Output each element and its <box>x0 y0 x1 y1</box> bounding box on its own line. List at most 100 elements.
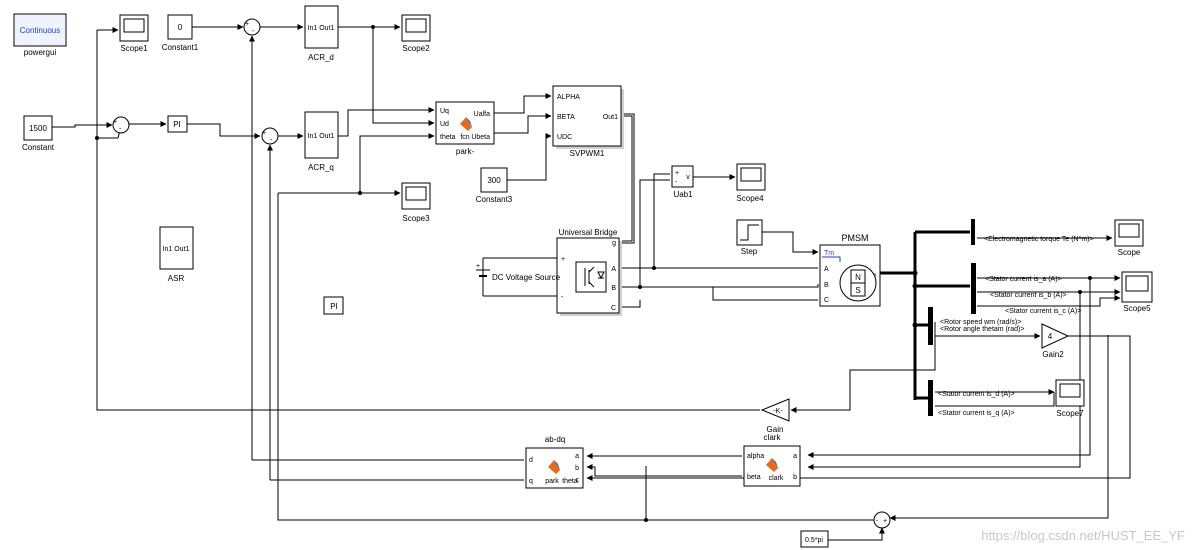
wire-gain2-sum <box>889 335 1109 521</box>
dc-name: DC Voltage Source <box>492 273 561 282</box>
clark-fcn: clark <box>769 475 784 482</box>
constant3-name: Constant3 <box>476 195 513 204</box>
sum-angle-minus: - <box>876 518 879 525</box>
junction-dot <box>912 270 918 276</box>
matlab-function-icon <box>766 458 778 472</box>
acr-d-port: In1 Out1 <box>308 25 335 32</box>
watermark: https://blog.csdn.net/HUST_EE_YF <box>981 528 1185 543</box>
sum-d-block[interactable]: + - <box>243 18 261 36</box>
signal-isa: <Stator current is_a (A)> <box>985 276 1062 283</box>
igbt-icon <box>575 261 607 293</box>
clark-in-beta: beta <box>747 474 761 481</box>
wire-pi-sumq <box>187 123 261 139</box>
gain-name: Gain <box>767 425 784 434</box>
bus-selector-isdq <box>928 380 933 416</box>
powergui-block[interactable]: Continuous powergui <box>13 13 67 57</box>
gain2-block[interactable]: 4 Gain2 <box>1041 323 1070 359</box>
acr-q-name: ACR_q <box>308 163 334 172</box>
uab-minus: - <box>675 179 678 186</box>
signal-labels: <Electromagnetic torque Te (N*m)> <Stato… <box>938 236 1094 417</box>
motor-s: S <box>855 286 860 295</box>
clark-block[interactable]: clark alpha beta a b clark <box>743 433 801 487</box>
sum-angle-plus: + <box>883 518 887 525</box>
wire-isq-scope7 <box>935 392 1055 407</box>
park-in-uq: Uq <box>440 108 449 115</box>
bus-selectors <box>928 219 976 416</box>
abdq-block[interactable]: ab-dq d q a b c park theta <box>525 435 584 489</box>
wire-uab-plus <box>653 173 670 268</box>
wire-phase-b <box>622 284 819 288</box>
asr-port: In1 Out1 <box>163 246 190 253</box>
acr-d-name: ACR_d <box>308 53 334 62</box>
abdq-out-b: b <box>575 465 579 472</box>
pi-free-label: PI <box>330 302 338 311</box>
uab-block[interactable]: + - v Uab1 <box>671 165 694 199</box>
step-name: Step <box>741 247 758 256</box>
step-block[interactable]: Step <box>736 219 763 256</box>
junction-dot <box>912 283 918 289</box>
scope4-block[interactable]: Scope4 <box>736 163 766 203</box>
sum-angle-block[interactable]: - + <box>873 511 891 529</box>
sum-q-minus: - <box>270 137 273 144</box>
sum-speed-block[interactable]: + - <box>112 116 130 134</box>
acr-d-block[interactable]: In1 Out1 ACR_d <box>304 5 339 62</box>
uab-v: v <box>686 174 690 181</box>
signal-isb: <Stator current is_b (A)> <box>990 292 1067 299</box>
scope-block[interactable]: Scope <box>1114 219 1144 257</box>
dc-source-block[interactable]: + DC Voltage Source <box>476 263 561 282</box>
constant-name: Constant <box>22 143 55 152</box>
acr-q-block[interactable]: In1 Out1 ACR_q <box>304 111 339 172</box>
clark-in-alpha: alpha <box>747 453 764 460</box>
wire-isb-clark <box>807 292 1081 470</box>
wire-phase-b-route <box>712 287 818 301</box>
bus-selector-wm <box>928 307 933 345</box>
svpwm-block[interactable]: ALPHA BETA UDC Out1 SVPWM1 <box>552 85 624 158</box>
pmsm-block[interactable]: PMSM Tm A B C m N S <box>819 233 881 307</box>
svpwm-in-beta: BETA <box>557 114 575 121</box>
pi-free-block[interactable]: PI <box>323 296 344 315</box>
scope1-block[interactable]: Scope1 <box>119 14 149 53</box>
sum-speed-minus: - <box>119 126 122 133</box>
sum-q-block[interactable]: + - <box>261 127 279 145</box>
abdq-in-q: q <box>529 478 533 485</box>
gain2-value: 4 <box>1048 332 1053 341</box>
pmsm-c: C <box>824 297 829 304</box>
pmsm-a: A <box>824 266 829 273</box>
pmsm-tm: Tm <box>824 250 834 257</box>
bridge-minus: - <box>561 294 564 301</box>
junction-dot <box>1088 276 1092 280</box>
halfpi-block[interactable]: 0.5*pi <box>800 530 829 548</box>
svpwm-name: SVPWM1 <box>570 149 605 158</box>
pmsm-b: B <box>824 282 829 289</box>
gain2-name: Gain2 <box>1042 350 1064 359</box>
pi-block[interactable]: PI <box>167 115 188 133</box>
scope3-name: Scope3 <box>402 214 430 223</box>
constant1-block[interactable]: 0 Constant1 <box>162 14 199 52</box>
scope3-block[interactable]: Scope3 <box>401 182 431 223</box>
gain-block[interactable]: -K- Gain <box>760 398 790 434</box>
park-out-ubeta: Ubeta <box>471 134 490 141</box>
constant3-block[interactable]: 300 Constant3 <box>476 167 513 204</box>
signal-isc: <Stator current is_c (A)> <box>1005 308 1081 315</box>
park-block[interactable]: Uq Ud theta Ualfa Ubeta fcn park- <box>435 101 495 156</box>
junction-dot <box>652 266 656 270</box>
scope5-block[interactable]: Scope5 <box>1121 271 1153 313</box>
constant-block[interactable]: 1500 Constant <box>22 115 55 152</box>
acr-q-port: In1 Out1 <box>308 133 335 140</box>
signal-te: <Electromagnetic torque Te (N*m)> <box>984 236 1094 243</box>
scope7-block[interactable]: Scope7 <box>1055 379 1085 418</box>
park-out-ualfa: Ualfa <box>474 111 490 118</box>
asr-block[interactable]: In1 Out1 ASR <box>159 226 194 283</box>
scope7-name: Scope7 <box>1056 409 1084 418</box>
scope2-block[interactable]: Scope2 <box>401 14 431 53</box>
abdq-in-d: d <box>529 457 533 464</box>
constant1-value: 0 <box>178 23 183 32</box>
signal-theta: <Rotor angle thetam (rad)> <box>940 326 1024 333</box>
wire-phase-c <box>622 300 641 308</box>
sum-q-plus: + <box>262 130 266 137</box>
uab-plus: + <box>675 170 679 177</box>
uab-name: Uab1 <box>673 190 693 199</box>
bridge-plus: + <box>561 256 565 263</box>
universal-bridge-block[interactable]: Universal Bridge g A B C + - <box>556 228 622 316</box>
